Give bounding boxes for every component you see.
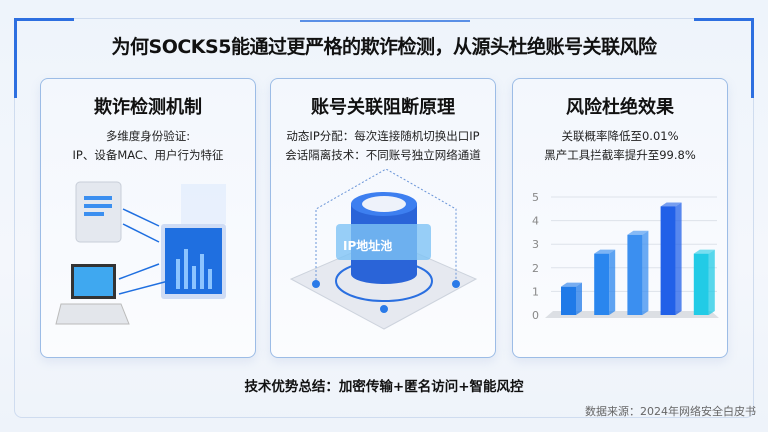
bar-side — [576, 282, 582, 315]
bar-side — [609, 249, 616, 315]
panel-heading: 账号关联阻断原理 — [311, 97, 455, 118]
db-label: IP地址池 — [343, 239, 393, 253]
server-icon — [75, 181, 122, 243]
panel-text: 黑产工具拦截率提升至99.8% — [544, 148, 696, 162]
panel-text: 动态IP分配：每次连接随机切换出口IP — [286, 129, 480, 143]
y-tick-label: 2 — [532, 262, 539, 275]
panel-text: 多维度身份验证: — [105, 129, 191, 143]
bar-side — [642, 230, 649, 315]
page-title: 为何SOCKS5能通过更严格的欺诈检测，从源头杜绝账号关联风险 — [111, 36, 657, 58]
bar-top — [594, 249, 616, 254]
panel-account-isolation: 账号关联阻断原理 动态IP分配：每次连接随机切换出口IP 会话隔离技术：不同账号独… — [270, 78, 496, 358]
panel-text: 关联概率降低至0.01% — [561, 129, 679, 143]
panel-text: 会话隔离技术：不同账号独立网络通道 — [285, 148, 481, 162]
bar-side — [675, 202, 682, 315]
bar — [594, 253, 610, 315]
ip-pool-illustration — [289, 169, 478, 330]
bar-top — [561, 282, 582, 287]
bar — [660, 206, 676, 315]
bar — [627, 234, 643, 315]
panel-heading: 风险杜绝效果 — [566, 97, 674, 118]
bar-side — [708, 249, 715, 315]
panel-text: IP、设备MAC、用户行为特征 — [72, 148, 224, 162]
y-tick-label: 3 — [532, 238, 539, 251]
outer-frame — [14, 18, 754, 418]
bar-top — [660, 202, 682, 207]
data-source: 数据来源：2024年网络安全白皮书 — [585, 405, 756, 418]
monitor-chart-icon — [161, 184, 226, 299]
y-tick-label: 5 — [532, 191, 539, 204]
y-tick-label: 1 — [532, 285, 539, 298]
laptop-icon — [55, 264, 130, 325]
panel-heading: 欺诈检测机制 — [94, 97, 202, 118]
bar — [561, 286, 576, 315]
arrow-icons — [118, 208, 177, 295]
bar-chart: 0 1 2 3 4 5 — [532, 191, 719, 322]
panel-fraud-detection: 欺诈检测机制 多维度身份验证: IP、设备MAC、用户行为特征 — [40, 78, 256, 358]
bar — [693, 253, 709, 315]
y-tick-label: 4 — [532, 215, 539, 228]
panel-risk-effect: 风险杜绝效果 关联概率降低至0.01% 黑产工具拦截率提升至99.8% 0 1 2 3 4… — [512, 78, 728, 358]
bar-top — [627, 230, 649, 235]
y-tick-label: 0 — [532, 309, 539, 322]
device-detection-illustration — [55, 181, 226, 325]
summary-text: 技术优势总结：加密传输+匿名访问+智能风控 — [244, 379, 524, 395]
bar-top — [693, 249, 715, 254]
